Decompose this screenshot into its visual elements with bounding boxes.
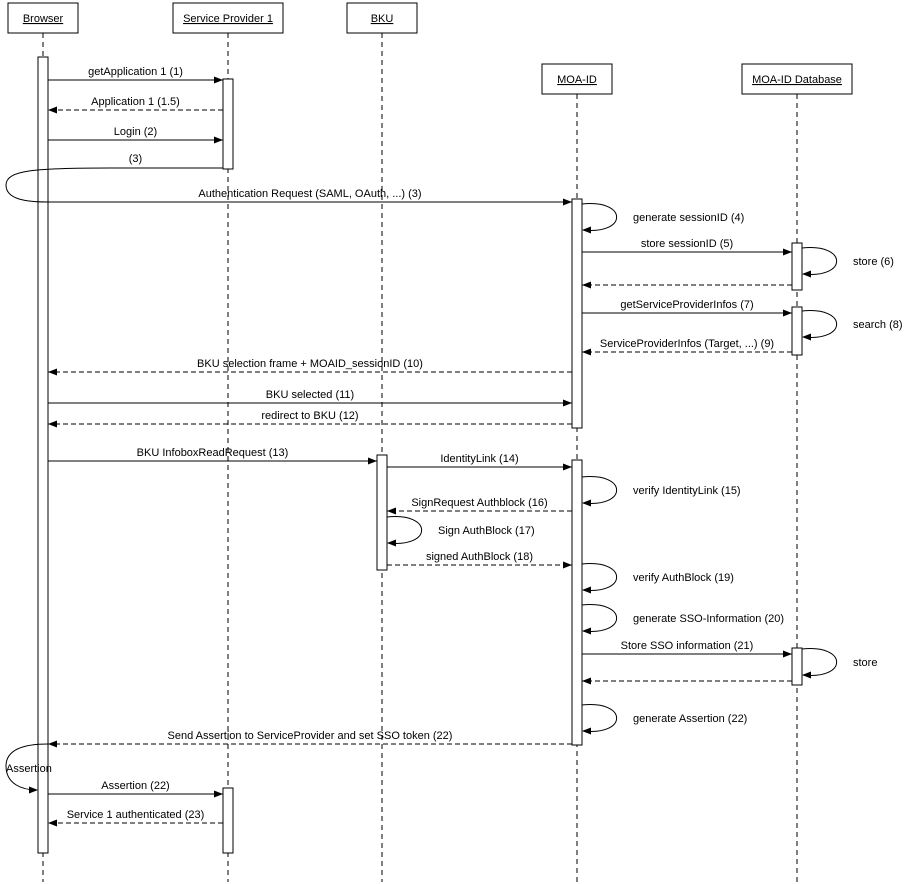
self-message-arc [801, 648, 838, 676]
arrowhead-icon [563, 561, 572, 569]
redirect-loop-arc [5, 167, 223, 203]
arrowhead-icon [783, 650, 792, 658]
actor-box-moaid [541, 63, 613, 95]
arrowhead-icon [387, 507, 396, 515]
message-label: SignRequest Authblock (16) [411, 497, 547, 509]
message-label: signed AuthBlock (18) [426, 551, 533, 563]
arrowhead-icon [214, 76, 223, 84]
message-label: Service 1 authenticated (23) [67, 809, 205, 821]
activation-moadb [791, 242, 803, 291]
arrowhead-icon [563, 198, 572, 206]
message-label: store (6) [853, 256, 894, 268]
self-message-arc [801, 247, 838, 275]
self-message-arc [581, 604, 618, 632]
activation-bku [376, 454, 388, 571]
message-label: IdentityLink (14) [440, 453, 518, 465]
message-label: BKU selection frame + MOAID_sessionID (1… [197, 358, 423, 370]
message-label: getServiceProviderInfos (7) [620, 299, 753, 311]
activation-moadb [791, 647, 803, 686]
arrowhead-icon [368, 457, 377, 465]
arrowhead-icon [582, 348, 591, 356]
arrowhead-icon [582, 627, 591, 635]
activation-moaid [571, 459, 583, 746]
activation-moadb [791, 306, 803, 356]
actor-box-moadb [741, 63, 853, 95]
message-label: Send Assertion to ServiceProvider and se… [168, 730, 453, 742]
message-label: getApplication 1 (1) [88, 66, 183, 78]
message-label: generate SSO-Information (20) [633, 613, 784, 625]
arrowhead-icon [582, 586, 591, 594]
arrowhead-icon [802, 333, 811, 341]
message-label: generate sessionID (4) [633, 212, 744, 224]
message-label: BKU InfoboxReadRequest (13) [137, 447, 289, 459]
activation-browser [37, 56, 49, 854]
self-message-arc [801, 310, 838, 338]
arrowhead-icon [48, 819, 57, 827]
self-message-arc [581, 563, 618, 591]
activation-moaid [571, 198, 583, 429]
message-label: store [853, 657, 877, 669]
self-message-arc [386, 516, 423, 544]
arrowhead-icon [582, 677, 591, 685]
actor-label-moadb: MOA-ID Database [752, 74, 842, 86]
arrowhead-icon [783, 248, 792, 256]
message-label: Assertion (22) [101, 780, 169, 792]
message-label: ServiceProviderInfos (Target, ...) (9) [600, 338, 774, 350]
self-message-arc [581, 203, 618, 231]
actor-label-sp1: Service Provider 1 [183, 13, 273, 25]
arrowhead-icon [563, 399, 572, 407]
message-label: verify AuthBlock (19) [633, 572, 734, 584]
actor-label-browser: Browser [23, 13, 64, 25]
actor-label-bku: BKU [371, 13, 394, 25]
arrowhead-icon [214, 136, 223, 144]
self-message-arc [581, 476, 618, 504]
actor-box-sp1 [172, 2, 284, 34]
arrowhead-icon [802, 671, 811, 679]
self-message-arc [581, 704, 618, 732]
message-label: Sign AuthBlock (17) [438, 525, 535, 537]
arrowhead-icon [214, 790, 223, 798]
message-label: search (8) [853, 319, 903, 331]
arrowhead-icon [582, 727, 591, 735]
arrowhead-icon [783, 309, 792, 317]
arrowhead-icon [48, 106, 57, 114]
assertion-loop-arc [5, 743, 49, 791]
actor-box-browser [7, 2, 79, 34]
message-label: (3) [129, 153, 142, 165]
arrowhead-icon [802, 270, 811, 278]
arrowhead-icon [29, 786, 38, 794]
arrowhead-icon [563, 463, 572, 471]
arrowhead-icon [48, 740, 57, 748]
message-label: Authentication Request (SAML, OAuth, ...… [198, 188, 421, 200]
arrowhead-icon [582, 499, 591, 507]
message-label: store sessionID (5) [641, 238, 733, 250]
message-label: generate Assertion (22) [633, 713, 747, 725]
arrowhead-icon [48, 368, 57, 376]
message-label: Assertion [6, 763, 52, 775]
arrowhead-icon [387, 539, 396, 547]
activation-sp1 [222, 787, 234, 854]
message-label: redirect to BKU (12) [261, 410, 358, 422]
message-label: Application 1 (1.5) [91, 96, 180, 108]
message-label: Store SSO information (21) [621, 640, 754, 652]
actor-box-bku [346, 2, 418, 34]
arrowhead-icon [582, 226, 591, 234]
activation-sp1 [222, 78, 234, 170]
message-label: BKU selected (11) [266, 389, 354, 401]
message-label: Login (2) [114, 126, 157, 138]
arrowhead-icon [582, 281, 591, 289]
actor-label-moaid: MOA-ID [557, 74, 597, 86]
arrowhead-icon [48, 420, 57, 428]
message-label: verify IdentityLink (15) [633, 485, 741, 497]
